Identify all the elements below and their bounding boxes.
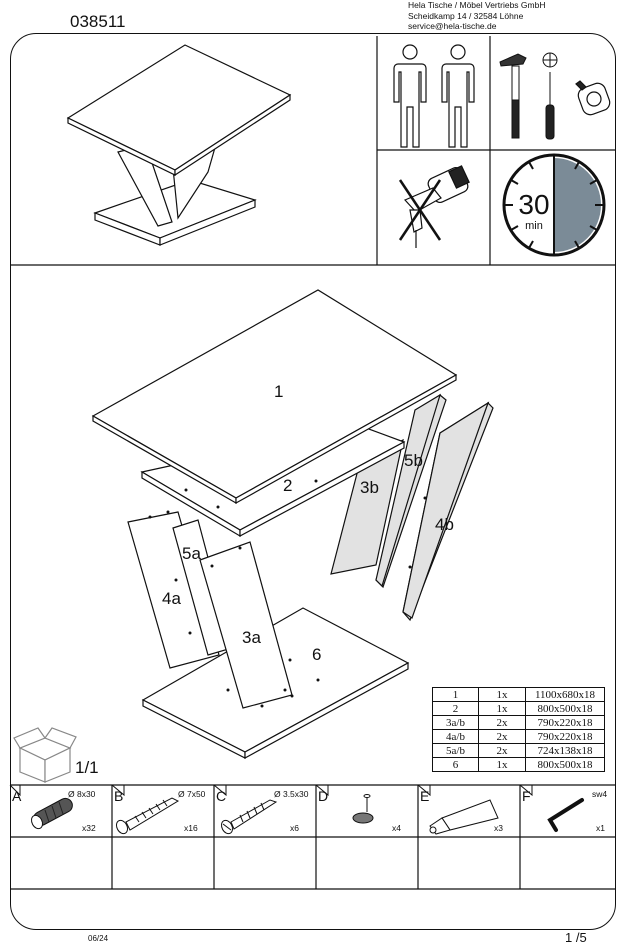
size-cell: 800x500x18	[525, 701, 605, 716]
part-label-3b: 3b	[360, 478, 379, 497]
company-name: Hela Tische / Möbel Vertriebs GmbH	[408, 0, 546, 10]
company-email: service@hela-tische.de	[408, 21, 497, 31]
size-cell: 1100x680x18	[525, 687, 605, 702]
part-label-4b: 4b	[435, 515, 454, 534]
size-cell: 724x138x18	[525, 743, 605, 758]
qty-cell: 2x	[478, 729, 526, 744]
qty-cell: 2x	[478, 743, 526, 758]
hardware-c-qty: x6	[290, 823, 299, 833]
hardware-a-letter: A	[12, 788, 22, 804]
part-label-1: 1	[274, 382, 283, 401]
part-cell: 2	[432, 701, 479, 716]
qty-cell: 2x	[478, 715, 526, 730]
hardware-c-size: Ø 3.5x30	[274, 789, 309, 799]
hardware-b-qty: x16	[184, 823, 198, 833]
product-code: 038511	[70, 12, 126, 31]
part-labels: 1 2 3b 5b 4b 5a 4a 3a 6	[162, 382, 454, 664]
size-cell: 790x220x18	[525, 729, 605, 744]
page-frame	[10, 33, 616, 930]
dowel-icon	[30, 797, 73, 830]
hardware-c-letter: C	[216, 788, 226, 804]
hardware-b-letter: B	[114, 788, 123, 804]
print-date: 06/24	[88, 934, 109, 943]
hardware-labels: A Ø 8x30 x32 B Ø 7x50 x16 C Ø 3.5x30 x6 …	[12, 788, 607, 833]
timer-icon: 30 min	[502, 153, 606, 257]
box-icon	[13, 727, 77, 783]
screw-icon	[115, 797, 180, 835]
timer-minutes: 30	[518, 189, 549, 220]
hardware-cell-notches	[9, 784, 533, 797]
company-info: Hela Tische / Möbel Vertriebs GmbH Schei…	[408, 0, 545, 32]
part-label-5b: 5b	[404, 451, 423, 470]
hardware-b-size: Ø 7x50	[178, 789, 206, 799]
size-cell: 800x500x18	[525, 757, 605, 772]
box-count: 1/1	[75, 758, 99, 777]
part-cell: 6	[432, 757, 479, 772]
measuring-tape-icon	[575, 80, 611, 116]
hardware-d-qty: x4	[392, 823, 401, 833]
qty-cell: 1x	[478, 687, 526, 702]
allen-key-icon	[547, 798, 584, 832]
part-cell: 1	[432, 687, 479, 702]
small-screw-icon	[220, 799, 278, 835]
glue-tube-icon	[429, 799, 499, 835]
exploded-assembly	[91, 289, 494, 760]
hardware-a-qty: x32	[82, 823, 96, 833]
glide-foot-icon	[352, 794, 374, 824]
part-label-6: 6	[312, 645, 321, 664]
two-person-icon	[393, 44, 475, 148]
qty-cell: 1x	[478, 757, 526, 772]
part-cell: 3a/b	[432, 715, 479, 730]
part-label-4a: 4a	[162, 589, 181, 608]
hardware-e-qty: x3	[494, 823, 503, 833]
hammer-icon	[499, 53, 527, 139]
hardware-f-letter: F	[522, 788, 531, 804]
hardware-f-qty: x1	[596, 823, 605, 833]
part-label-3a: 3a	[242, 628, 261, 647]
page-number: 1 /5	[565, 930, 587, 945]
hardware-e-letter: E	[420, 788, 429, 804]
hole-marks	[148, 479, 427, 708]
phillips-screwdriver-icon	[542, 52, 558, 140]
table-preview	[66, 44, 292, 246]
hardware-f-size: sw4	[592, 789, 607, 799]
part-label-2: 2	[283, 476, 292, 495]
no-power-drill-icon	[398, 165, 470, 248]
part-label-5a: 5a	[182, 544, 201, 563]
timer-unit: min	[525, 220, 543, 232]
hardware-a-size: Ø 8x30	[68, 789, 96, 799]
qty-cell: 1x	[478, 701, 526, 716]
size-cell: 790x220x18	[525, 715, 605, 730]
company-address: Scheidkamp 14 / 32584 Löhne	[408, 10, 524, 21]
part-cell: 4a/b	[432, 729, 479, 744]
frame-dividers	[10, 36, 616, 890]
part-cell: 5a/b	[432, 743, 479, 758]
hardware-d-letter: D	[318, 788, 328, 804]
